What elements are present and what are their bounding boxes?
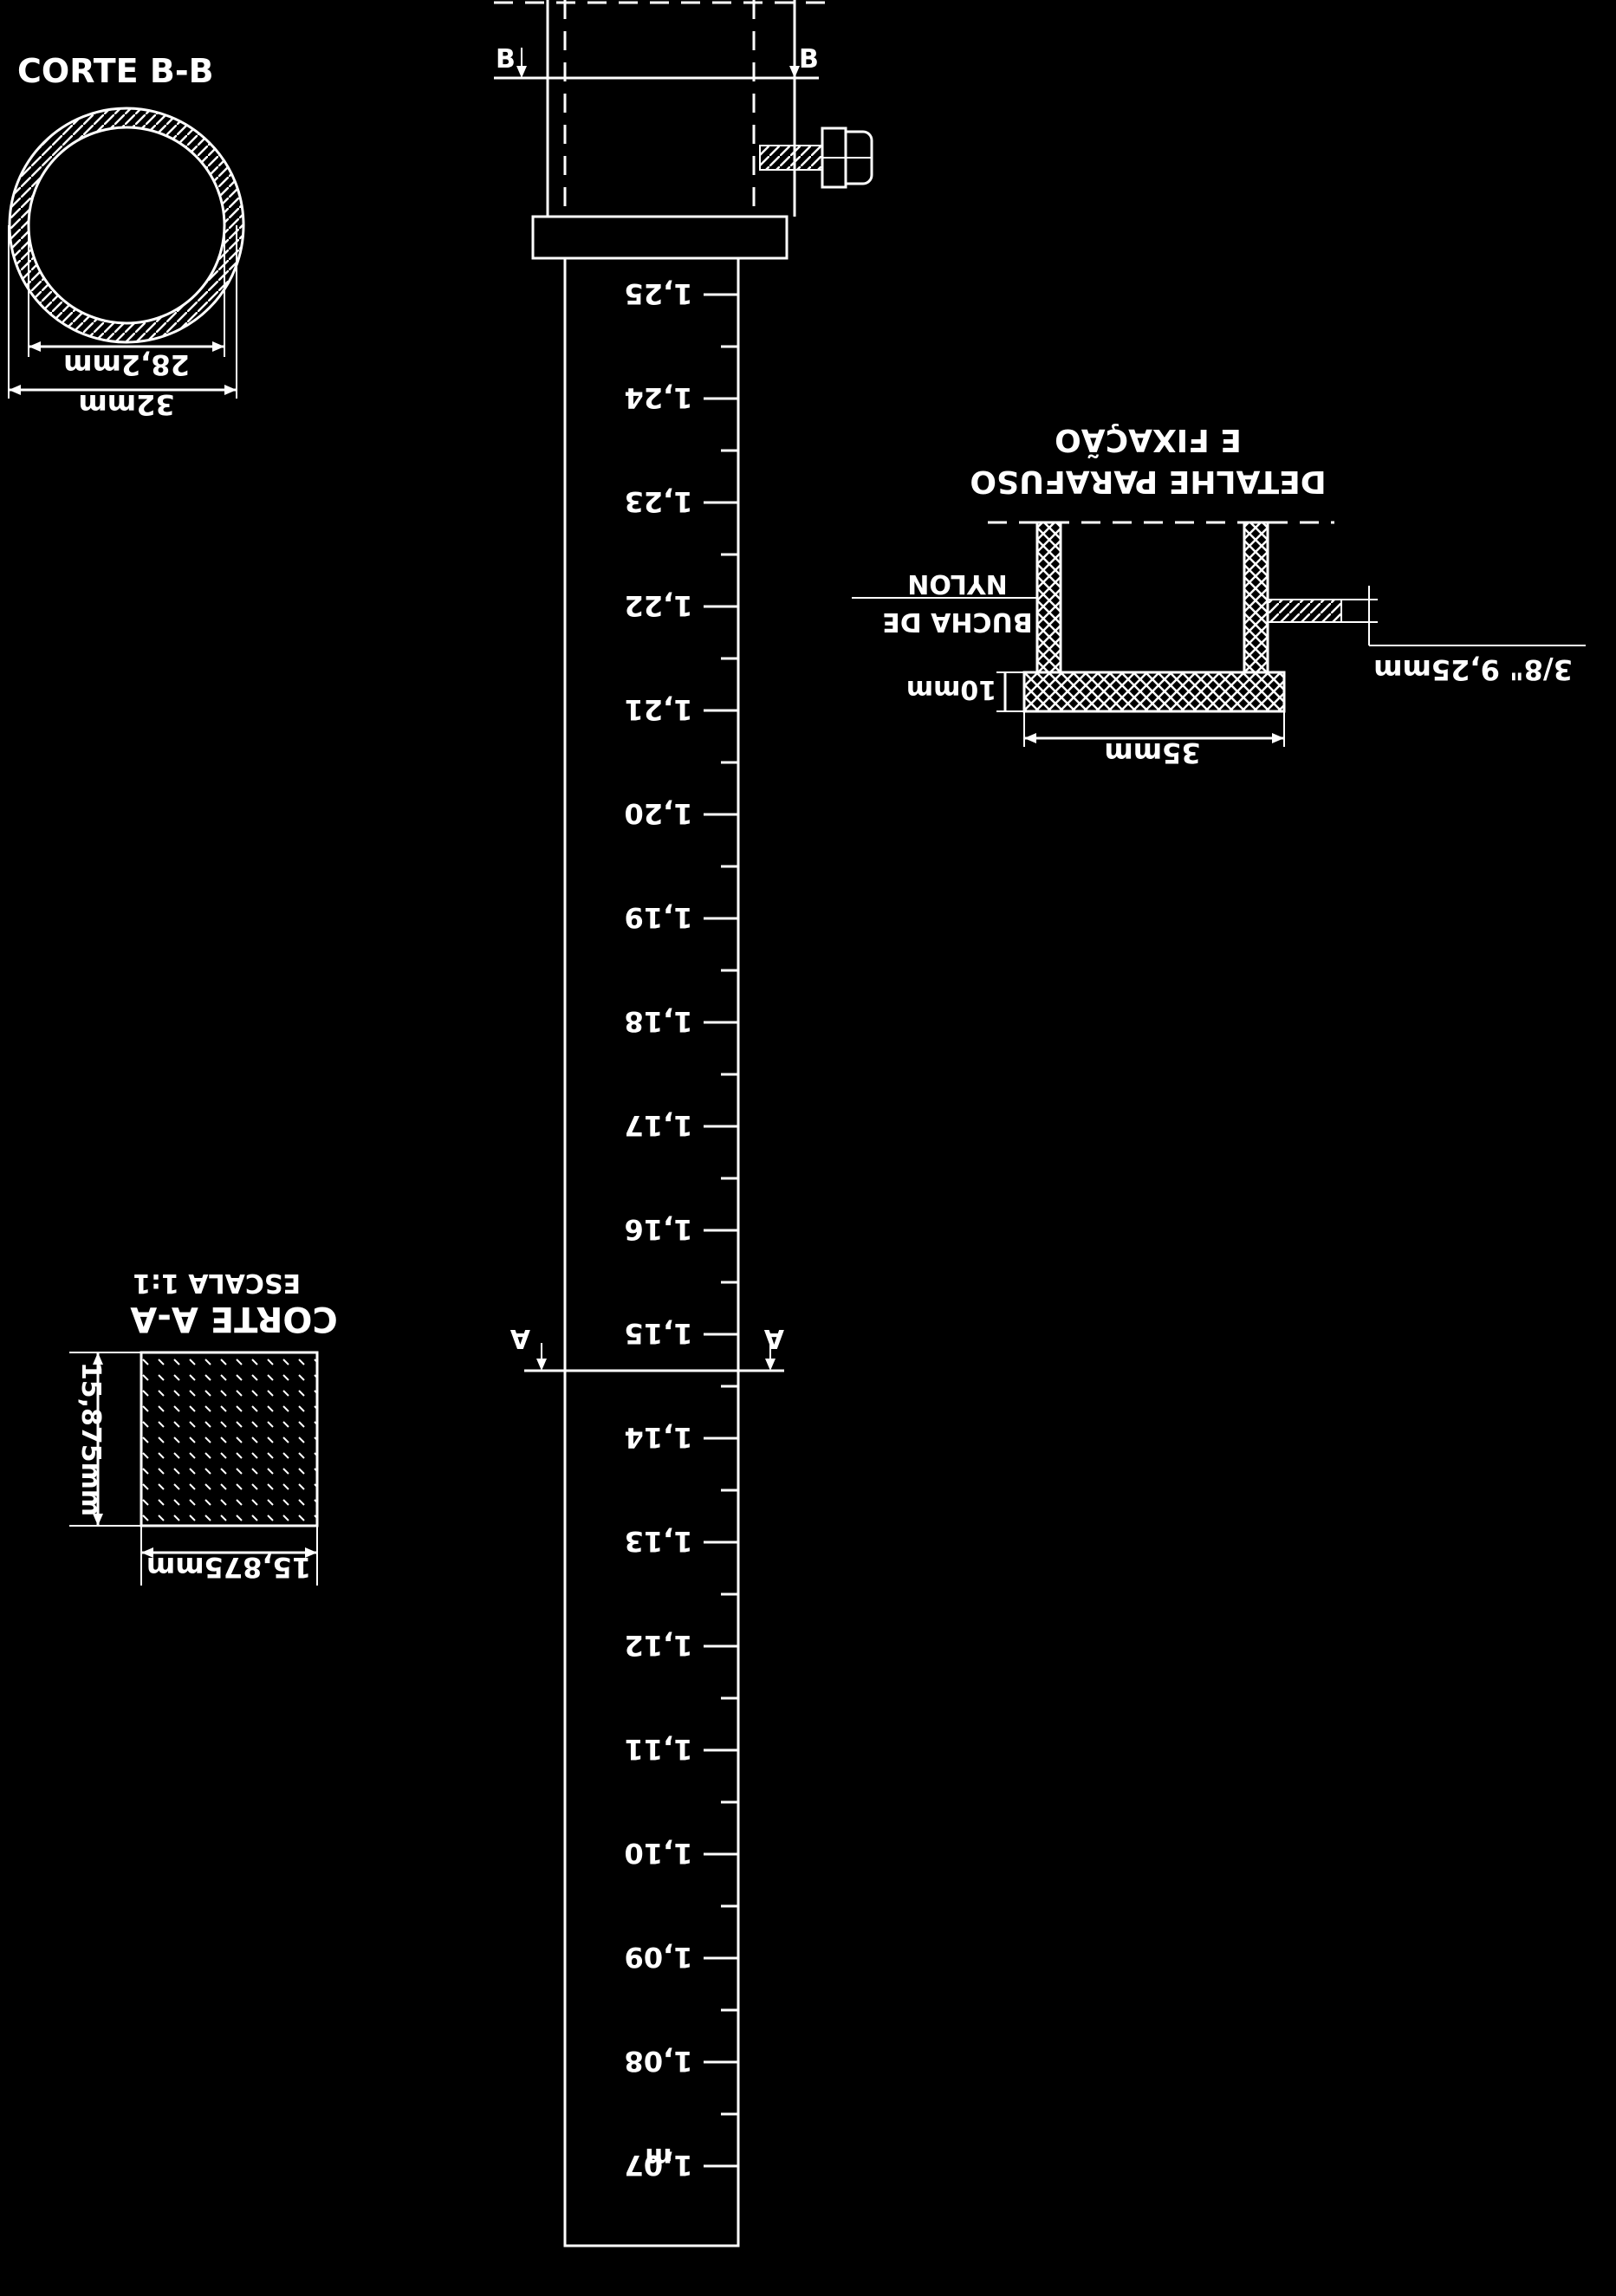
ruler-mark-label: 1,20 (625, 797, 693, 830)
ruler-unit: m (645, 2142, 672, 2172)
ruler-mark-label: 1,18 (625, 1005, 693, 1038)
bolt (759, 126, 873, 189)
tube-collar (531, 215, 789, 260)
detail-title-line1: DETALHE PARAFUSO (970, 464, 1326, 499)
cut-bb-markers: B B (496, 44, 819, 78)
ruler-mark-label: 1,19 (625, 901, 693, 934)
ruler-mark-label: 1,17 (625, 1109, 693, 1142)
section-bb-title: CORTE B-B (17, 52, 214, 90)
ruler-mark-label: 1,21 (625, 693, 693, 726)
bushing-wall-left (1035, 521, 1062, 674)
square-bar-section (140, 1351, 319, 1527)
bushing-base (1022, 671, 1286, 713)
ruler-mark-label: 1,25 (625, 277, 693, 310)
ruler-mark-label: 1,23 (625, 485, 693, 518)
dim-outer-line (8, 225, 237, 399)
ruler-mark-label: 1,07 (625, 2149, 693, 2182)
dim-inner-line (28, 225, 225, 357)
bushing-label-line1: BUCHA DE (882, 606, 1032, 637)
tube-inner-bore (27, 126, 226, 325)
dim-bar-width: 15,875mm (146, 1551, 311, 1584)
ruler-mark-label: 1,24 (625, 381, 693, 414)
tube-upper (494, 0, 832, 217)
section-aa-title: CORTE A-A (130, 1299, 337, 1339)
ruler-ticks (704, 293, 738, 2168)
ruler-mark-label: 1,12 (625, 1629, 693, 1662)
ruler-labels: 1,25 1,24 1,23 1,22 1,21 1,20 1,19 1,18 1,17 1,16… (625, 277, 693, 2182)
ruler-mark-label: 1,16 (625, 1213, 693, 1246)
dim-base-width: 35mm (1104, 736, 1200, 769)
measuring-ruler: 1,25 1,24 1,23 1,22 1,21 1,20 1,19 1,18 1,17 1,16… (563, 256, 740, 2247)
detail-bolt-fixing: DETALHE PARAFUSO E FIXAÇÃO BUCHA DE NYLO… (852, 422, 1586, 769)
ruler-mark-label: 1,08 (625, 2045, 693, 2078)
dim-bar-height: 15,875mm (75, 1362, 106, 1516)
ruler-mark-label: 1,09 (625, 1941, 693, 1974)
ruler-mark-label: 1,13 (625, 1525, 693, 1558)
ruler-mark-label: 1,10 (625, 1837, 693, 1870)
ruler-mark-label: 1,22 (625, 589, 693, 622)
cut-a-right: A (763, 1323, 784, 1353)
bushing-wall-right (1243, 521, 1269, 674)
ruler-body (563, 256, 740, 2247)
ruler-mark-label: 1,14 (625, 1421, 693, 1454)
section-aa-scale: ESCALA 1:1 (133, 1268, 301, 1298)
cut-b-right: B (799, 44, 819, 75)
dim-inner-label: 28,2mm (63, 348, 190, 381)
dim-bolt: 3/8" 9,25mm (1373, 653, 1573, 686)
ruler-mark-label: 1,11 (625, 1733, 693, 1766)
bushing-label-line2: NYLON (907, 568, 1008, 599)
detail-title-line2: E FIXAÇÃO (1055, 422, 1242, 458)
cut-aa-line: A A (509, 1323, 784, 1372)
cut-b-left: B (496, 44, 516, 75)
section-aa: CORTE A-A ESCALA 1:1 15,875mm 15,875mm (69, 1268, 338, 1586)
section-bb: CORTE B-B 28,2mm 32mm (8, 52, 245, 421)
cut-a-left: A (509, 1323, 530, 1353)
dim-base-height: 10mm (906, 674, 996, 704)
dim-outer-label: 32mm (78, 388, 174, 421)
ruler-mark-label: 1,15 (625, 1317, 693, 1350)
detail-bolt (1267, 599, 1342, 623)
